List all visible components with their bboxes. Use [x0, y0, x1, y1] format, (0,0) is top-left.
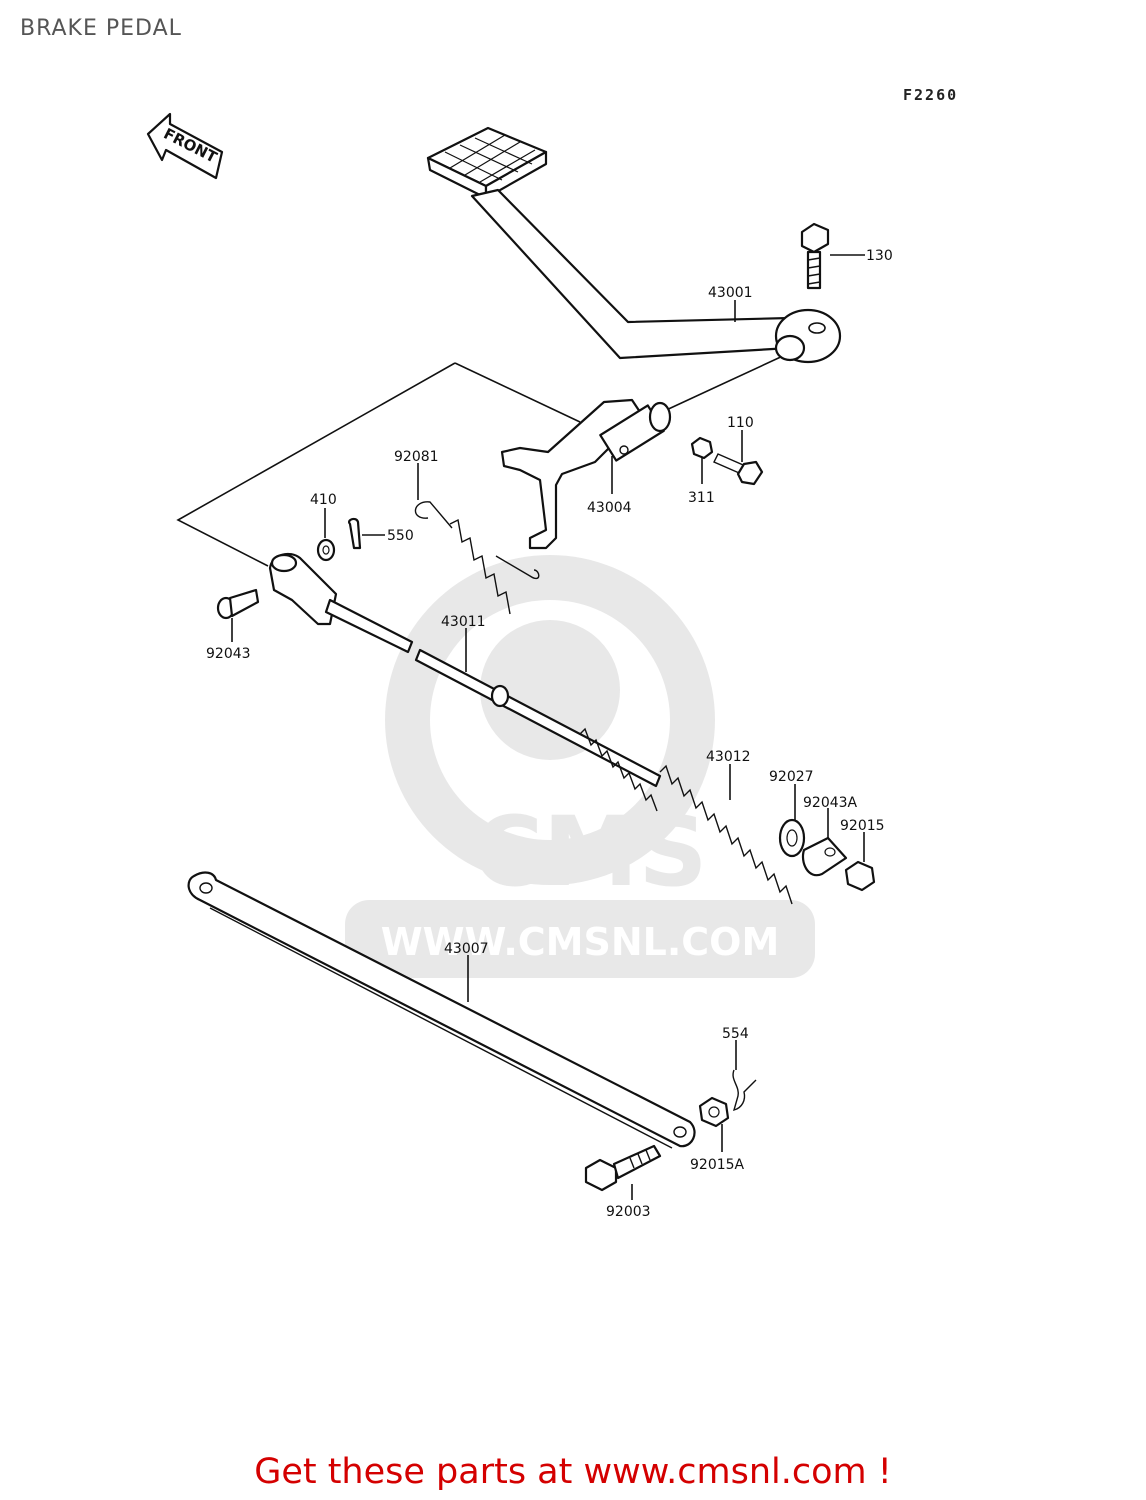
- return-spring-92081[interactable]: [414, 501, 540, 615]
- spring-hook-1: [414, 501, 453, 529]
- watermark-mascot-head: [480, 620, 620, 760]
- spring-coil: [449, 518, 511, 615]
- part-number-label: 554: [722, 1026, 749, 1042]
- front-arrow-icon: [146, 112, 224, 180]
- pedal-arm-bore: [774, 334, 806, 362]
- washer-410[interactable]: [316, 538, 336, 562]
- watermark-url-text: WWW.CMSNL.COM: [381, 920, 780, 964]
- part-number-label: 43012: [706, 749, 751, 765]
- callout-43007[interactable]: 43007: [444, 941, 489, 1002]
- nut-311[interactable]: [690, 436, 714, 460]
- washer-92027[interactable]: [778, 818, 806, 858]
- callout-43001[interactable]: 43001: [708, 285, 753, 322]
- nut-92015-body: [844, 860, 876, 892]
- clip-554-body: [732, 1069, 757, 1111]
- rod-43007-bar: [187, 871, 696, 1148]
- part-number-label: 92043A: [803, 795, 858, 811]
- get-parts-link[interactable]: Get these parts at www.cmsnl.com !: [254, 1452, 892, 1492]
- part-number-label: 43007: [444, 941, 489, 957]
- callout-92015A[interactable]: 92015A: [690, 1124, 745, 1173]
- callout-92027[interactable]: 92027: [769, 769, 814, 820]
- clevis-pin-shank: [228, 588, 260, 618]
- pivot-shaft-bracket[interactable]: [500, 398, 672, 550]
- shaft-axis-line: [661, 354, 786, 413]
- rod-43007-edge: [209, 907, 673, 1149]
- nut-92015[interactable]: [844, 860, 876, 892]
- clevis-pin-92043[interactable]: [216, 588, 260, 620]
- bolt-110-head: [736, 460, 764, 486]
- pedal-arm-lever: [470, 188, 792, 360]
- brake-pedal-arm[interactable]: [426, 126, 842, 364]
- bolt-130-shank: [806, 250, 822, 290]
- joint-pin-92043A[interactable]: [801, 836, 848, 877]
- callout-43011[interactable]: 43011: [441, 614, 486, 672]
- clip-554[interactable]: [732, 1069, 757, 1111]
- part-number-label: 92027: [769, 769, 814, 785]
- part-number-label: 110: [727, 415, 754, 431]
- callout-92015[interactable]: 92015: [840, 818, 885, 862]
- part-number-label: 43011: [441, 614, 486, 630]
- callout-43004[interactable]: 43004: [587, 456, 632, 516]
- part-number-label: 550: [387, 528, 414, 544]
- callout-550[interactable]: 550: [362, 528, 414, 544]
- cotter-pin-550-body: [348, 517, 362, 550]
- nut-92015A[interactable]: [698, 1096, 730, 1128]
- callout-92043[interactable]: 92043: [206, 618, 251, 662]
- page-title: BRAKE PEDAL: [20, 16, 182, 41]
- cotter-pin-550[interactable]: [348, 517, 362, 550]
- bolt-92003-head: [584, 1158, 618, 1192]
- assembly-frame-line-2: [454, 362, 581, 423]
- callout-110[interactable]: 110: [727, 415, 754, 462]
- exploded-view-diagram: CMS WWW.CMSNL.COM FRONT: [146, 112, 893, 1220]
- watermark-url-bar: [345, 900, 815, 978]
- callout-92081[interactable]: 92081: [394, 449, 439, 500]
- part-number-label: 130: [866, 248, 893, 264]
- part-number-label: 92081: [394, 449, 439, 465]
- callout-554[interactable]: 554: [722, 1026, 749, 1070]
- part-number-label: 410: [310, 492, 337, 508]
- joint-pin-body: [801, 836, 848, 877]
- rod-thread: [579, 727, 658, 812]
- rod-collar: [490, 684, 510, 708]
- part-number-label: 92015: [840, 818, 885, 834]
- part-number-label: 43001: [708, 285, 753, 301]
- clevis-hole: [270, 553, 298, 573]
- diagram-code: F2260: [903, 86, 959, 104]
- pivot-shaft-spline: [648, 401, 672, 433]
- callout-410[interactable]: 410: [310, 492, 337, 538]
- part-number-label: 92015A: [690, 1157, 745, 1173]
- spring-43012-coil: [659, 764, 793, 905]
- bolt-110[interactable]: [713, 453, 764, 486]
- part-number-label: 43004: [587, 500, 632, 516]
- spring-hook-2: [495, 555, 540, 580]
- callout-92043A[interactable]: 92043A: [803, 795, 858, 838]
- spring-43012[interactable]: [659, 764, 793, 905]
- front-direction-arrow: FRONT: [146, 112, 224, 180]
- bolt-130[interactable]: [800, 222, 830, 290]
- callout-92003[interactable]: 92003: [606, 1184, 651, 1220]
- watermark-logo-text: CMS: [472, 796, 707, 908]
- cms-watermark: CMS WWW.CMSNL.COM: [345, 555, 815, 978]
- bolt-130-head: [800, 222, 830, 254]
- bolt-92003-shank: [612, 1144, 662, 1180]
- callout-311[interactable]: 311: [688, 458, 715, 506]
- nut-311-body: [690, 436, 714, 460]
- rod-section-1: [324, 598, 414, 654]
- bolt-92003[interactable]: [584, 1144, 662, 1192]
- assembly-frame-line: [176, 362, 456, 567]
- part-number-label: 92003: [606, 1204, 651, 1220]
- brake-rod-43011[interactable]: [268, 552, 662, 812]
- callout-130[interactable]: 130: [830, 248, 893, 264]
- brake-rod-43007[interactable]: [187, 871, 696, 1149]
- part-number-label: 311: [688, 490, 715, 506]
- part-number-label: 92043: [206, 646, 251, 662]
- callout-43012[interactable]: 43012: [706, 749, 751, 800]
